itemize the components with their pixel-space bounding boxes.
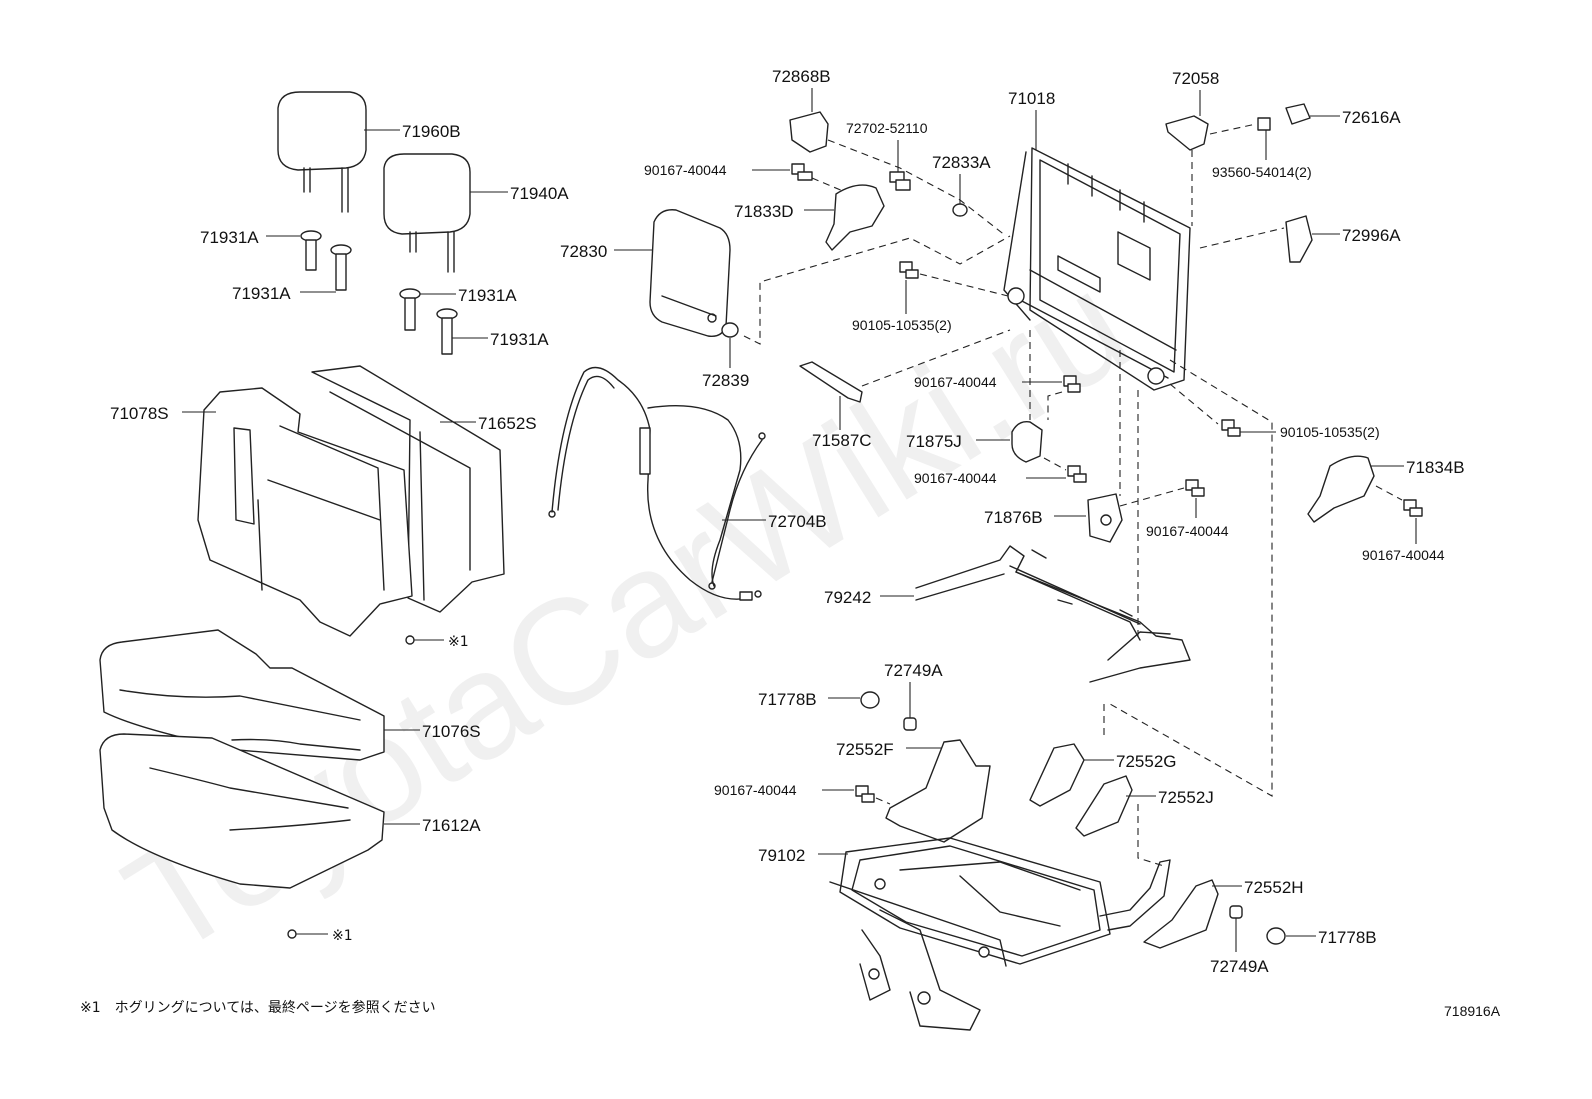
seat-frame-79102 (829, 837, 1171, 1031)
label-71778B-2: 71778B (1318, 928, 1377, 947)
label-90167-40044-f: 90167-40044 (714, 782, 797, 798)
label-71078S: 71078S (110, 404, 169, 423)
label-90167-40044-e: 90167-40044 (1146, 523, 1229, 539)
label-79242: 79242 (824, 588, 871, 607)
label-72058: 72058 (1172, 69, 1219, 88)
label-72552J: 72552J (1158, 788, 1214, 807)
label-71940A: 71940A (510, 184, 569, 203)
label-72996A: 72996A (1342, 226, 1401, 245)
cover-72616A (1285, 103, 1311, 125)
label-90167-40044-b: 90167-40044 (914, 374, 997, 390)
label-90167-40044-d: 90167-40044 (1362, 547, 1445, 563)
label-72552G: 72552G (1116, 752, 1177, 771)
bracket-72552G (1029, 743, 1085, 807)
cap-71778B-1 (860, 691, 880, 709)
armrest-72830 (649, 209, 731, 337)
label-72833A: 72833A (932, 153, 991, 172)
ring-note-lower: ※1 (332, 928, 353, 944)
label-72552F: 72552F (836, 740, 894, 759)
headrest-71940A (383, 153, 471, 273)
label-71875J: 71875J (906, 432, 962, 451)
bolt-90167-40044-e (1185, 479, 1205, 497)
bracket-72552J (1075, 775, 1133, 837)
label-90105-10535-a: 90105-10535(2) (852, 317, 952, 333)
label-72839: 72839 (702, 371, 749, 390)
label-72616A: 72616A (1342, 108, 1401, 127)
label-71076S: 71076S (422, 722, 481, 741)
label-71834B: 71834B (1406, 458, 1465, 477)
seat-cushion-71076S (99, 629, 385, 761)
bolt-90105-10535-b (1221, 419, 1241, 437)
bolt-90167-40044-a (791, 163, 813, 181)
headrest-71960B (277, 91, 367, 213)
plug-72839 (721, 322, 739, 338)
label-71778B-1: 71778B (758, 690, 817, 709)
seat-cushion-pad-71612A (99, 733, 385, 889)
footnote: ※1 ホグリングについては、最終ページを参照ください (80, 999, 436, 1016)
hinge-cover-71834B (1307, 455, 1375, 523)
diagram-code: 718916A (1444, 1003, 1501, 1019)
label-79102: 79102 (758, 846, 805, 865)
hinge-cover-72868B (789, 111, 829, 153)
headrest-support-set (300, 230, 458, 355)
label-71587C: 71587C (812, 431, 872, 450)
clip-72833A (952, 203, 968, 217)
bracket-71833D (825, 184, 885, 251)
label-90167-40044-a: 90167-40044 (644, 162, 727, 178)
cap-71778B-2 (1266, 927, 1286, 945)
label-71833D: 71833D (734, 202, 794, 221)
ring-note-upper: ※1 (448, 634, 469, 650)
release-cable-72704B (548, 366, 766, 601)
label-71931A-2: 71931A (232, 284, 291, 303)
bolt-90167-40044-f (855, 785, 875, 803)
label-72749A-2: 72749A (1210, 957, 1269, 976)
seatback-frame-71018 (1003, 147, 1191, 391)
label-72704B: 72704B (768, 512, 827, 531)
label-71018: 71018 (1008, 89, 1055, 108)
cover-strip-71587C (799, 361, 863, 403)
label-72868B: 72868B (772, 67, 831, 86)
bolt-93560-54014 (1257, 117, 1271, 131)
label-71652S: 71652S (478, 414, 537, 433)
bolt-90167-40044-b (1063, 375, 1081, 393)
label-72830: 72830 (560, 242, 607, 261)
label-72702-52110: 72702-52110 (846, 120, 928, 136)
label-90105-10535-b: 90105-10535(2) (1280, 424, 1380, 440)
label-72749A-1: 72749A (884, 661, 943, 680)
hinge-frame-79242 (915, 545, 1191, 683)
bolt-72702-52110 (889, 171, 911, 191)
label-71931A-1: 71931A (200, 228, 259, 247)
label-71876B: 71876B (984, 508, 1043, 527)
bolt-90167-40044-c (1067, 465, 1087, 483)
nut-72749A-1 (903, 717, 917, 731)
cover-71876B (1087, 493, 1123, 543)
label-71612A: 71612A (422, 816, 481, 835)
label-71960B: 71960B (402, 122, 461, 141)
label-72552H: 72552H (1244, 878, 1304, 897)
hinge-cover-72058 (1165, 115, 1209, 151)
bolt-90105-10535-a (899, 261, 919, 279)
label-90167-40044-c: 90167-40044 (914, 470, 997, 486)
bracket-72552H (1143, 879, 1219, 949)
bracket-72996A (1285, 215, 1313, 263)
cover-71875J (1011, 421, 1043, 463)
label-71931A-4: 71931A (490, 330, 549, 349)
seatback-cover-71078S (197, 365, 505, 637)
bolt-90167-40044-d (1403, 499, 1423, 517)
label-93560-54014: 93560-54014(2) (1212, 164, 1312, 180)
nut-72749A-2 (1229, 905, 1243, 919)
bracket-72552F (885, 739, 991, 843)
label-71931A-3: 71931A (458, 286, 517, 305)
